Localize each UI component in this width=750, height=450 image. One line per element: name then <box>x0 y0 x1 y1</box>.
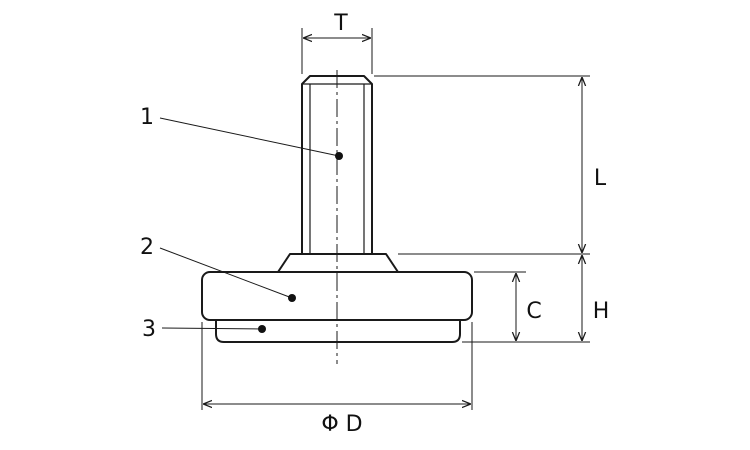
callout-2-leader <box>159 247 293 299</box>
callout-3-leader <box>161 327 263 330</box>
callout-1-dot <box>335 152 343 160</box>
callout-2-dot <box>288 294 296 302</box>
dim-c-label: C <box>526 299 541 324</box>
callout-3-dot <box>258 325 266 333</box>
callout-1-leader <box>159 117 340 157</box>
callout-1-number: 1 <box>140 105 154 130</box>
dim-t-label: T <box>333 11 348 36</box>
callout-2-number: 2 <box>140 235 154 260</box>
collar-outline <box>277 253 399 273</box>
dim-h-label: H <box>593 299 610 324</box>
dim-l-label: L <box>594 166 607 191</box>
dim-d-label: Φ D <box>321 412 362 437</box>
pad-outline <box>215 317 461 343</box>
callout-3-number: 3 <box>142 317 156 342</box>
